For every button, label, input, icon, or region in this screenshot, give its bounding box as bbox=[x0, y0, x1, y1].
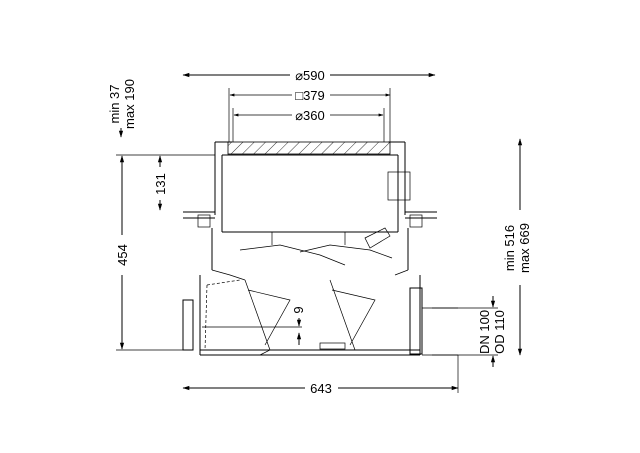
dim-label-9: 9 bbox=[291, 306, 306, 313]
dim-label-od-110: OD 110 bbox=[492, 310, 507, 354]
grate bbox=[227, 141, 391, 155]
dim-total-height: min 516 max 669 bbox=[502, 138, 532, 356]
dim-label-360: ⌀360 bbox=[295, 108, 325, 123]
dim-label-min-516: min 516 bbox=[502, 225, 517, 271]
dim-overall-length: 643 bbox=[182, 355, 459, 396]
dim-label-643: 643 bbox=[310, 381, 332, 396]
dim-label-dn-100: DN 100 bbox=[477, 310, 492, 354]
dim-label-max-190: max 190 bbox=[122, 79, 137, 129]
dim-water-seal: 9 bbox=[202, 306, 306, 345]
dim-label-454: 454 bbox=[115, 244, 130, 266]
outlet-socket bbox=[409, 287, 423, 355]
dim-grate-diameter: ⌀360 bbox=[232, 108, 385, 142]
dim-frame-square: □379 bbox=[228, 88, 391, 142]
dim-height-adjust: min 37 max 190 bbox=[107, 79, 137, 138]
dim-outer-diameter: ⌀590 bbox=[182, 68, 436, 83]
side-fitting bbox=[387, 171, 411, 201]
dim-label-131: 131 bbox=[153, 173, 168, 195]
dim-label-379: □379 bbox=[295, 88, 325, 103]
dim-upper-depth: 131 bbox=[153, 155, 168, 211]
dim-label-min-37: min 37 bbox=[107, 84, 122, 123]
dim-label-590: ⌀590 bbox=[295, 68, 325, 83]
inlet-pipe bbox=[182, 299, 194, 351]
dim-label-max-669: max 669 bbox=[517, 223, 532, 273]
drain-body bbox=[182, 141, 458, 356]
dim-pipe: DN 100 OD 110 bbox=[432, 296, 507, 367]
dim-body-height: 454 bbox=[115, 155, 130, 350]
